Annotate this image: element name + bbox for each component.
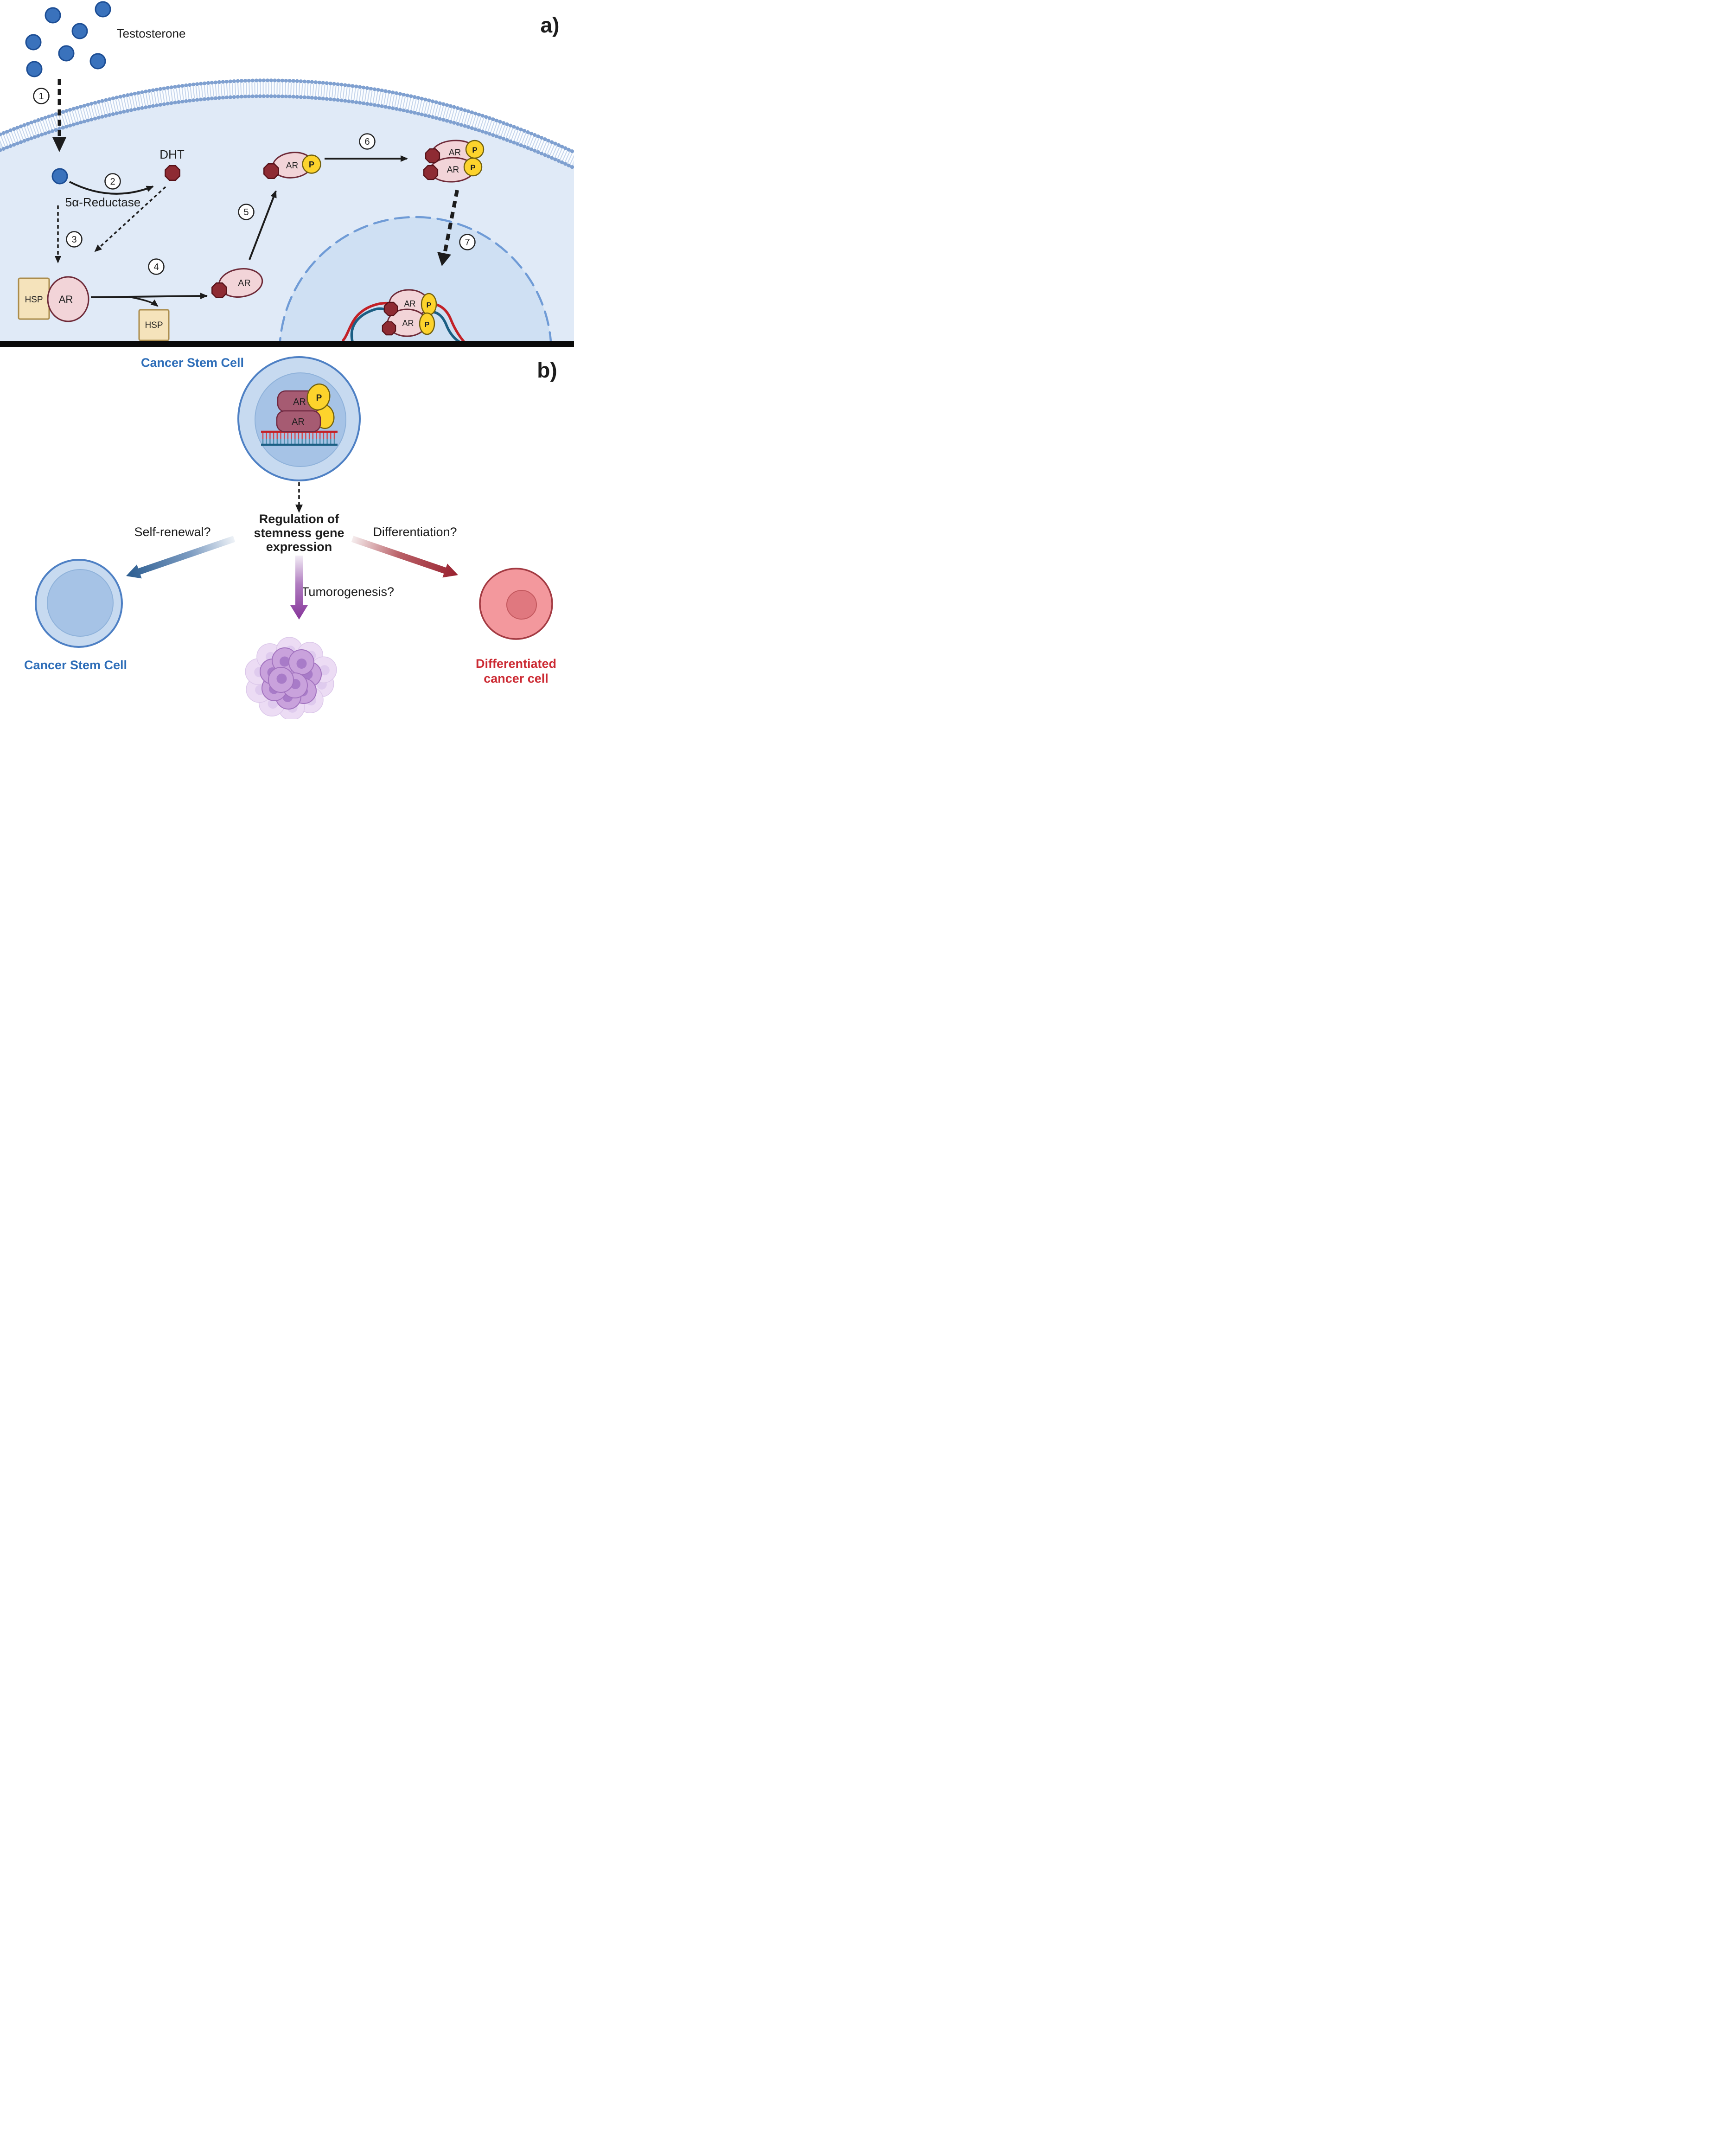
svg-text:P: P	[472, 146, 477, 154]
svg-text:AR: AR	[404, 299, 415, 308]
svg-text:1: 1	[38, 91, 44, 102]
regulation-line-3: expression	[266, 540, 332, 554]
csc-ar-receptor	[276, 410, 321, 433]
csc-nucleus	[47, 569, 114, 637]
ar-dht-complex: AR	[211, 268, 263, 298]
regulation-line-2: stemness gene	[254, 526, 344, 540]
svg-text:AR: AR	[402, 319, 414, 328]
step-circle-5: 5	[238, 204, 255, 220]
testosterone-molecule	[89, 53, 106, 70]
hsp-release-arrow	[128, 296, 159, 307]
step-2-arrow	[69, 181, 154, 195]
testosterone-molecule	[26, 61, 43, 77]
svg-text:AR: AR	[293, 397, 306, 407]
differentiation-label: Differentiation?	[373, 525, 457, 539]
self-renewal-label: Self-renewal?	[134, 525, 210, 539]
panel-divider	[0, 341, 574, 347]
nuclear-ar-dimer: AR AR P P	[382, 289, 437, 337]
testosterone-molecule-intracellular	[51, 168, 68, 185]
diff-cell-label-1: Differentiated	[476, 657, 556, 671]
tumorogenesis-label: Tumorogenesis?	[301, 585, 394, 599]
svg-text:AR: AR	[238, 278, 251, 288]
regulation-line-1: Regulation of	[259, 512, 339, 526]
svg-text:P: P	[316, 393, 322, 403]
svg-text:6: 6	[364, 137, 370, 147]
phosphate	[419, 312, 435, 335]
step-circle-1: 1	[33, 88, 50, 104]
svg-text:P: P	[309, 160, 314, 169]
step-4-arrow	[90, 293, 208, 300]
dht-molecule	[165, 165, 180, 181]
testosterone-molecule	[71, 23, 88, 39]
cell-membrane	[0, 78, 574, 170]
testosterone-label: Testosterone	[117, 26, 186, 40]
dht-label: DHT	[159, 147, 185, 161]
hsp-label: HSP	[25, 295, 43, 305]
ar-label: AR	[59, 294, 73, 305]
phosphate	[306, 383, 331, 411]
dna-ladder-ticks	[262, 433, 335, 444]
step-circle-7: 7	[459, 234, 476, 250]
panel-b-label: b)	[537, 358, 557, 382]
cancer-stem-cell-bottom	[35, 559, 123, 648]
testosterone-molecule	[58, 45, 75, 62]
testosterone-molecules	[25, 1, 111, 77]
figure: Testosterone 1 2 DHT 5α-Reductase 3 HSP	[0, 0, 574, 719]
diff-cell-label-2: cancer cell	[484, 672, 548, 685]
panel-a: Testosterone 1 2 DHT 5α-Reductase 3 HSP	[0, 1, 574, 344]
svg-text:P: P	[470, 163, 475, 172]
nucleus	[279, 216, 552, 341]
panel-a-label: a)	[541, 13, 560, 37]
step-circle-6: 6	[359, 133, 376, 150]
svg-text:3: 3	[71, 235, 77, 245]
svg-text:AR: AR	[292, 417, 305, 427]
step-1-arrowhead	[52, 137, 66, 152]
svg-text:2: 2	[110, 177, 115, 187]
csc-top-label: Cancer Stem Cell	[141, 356, 244, 370]
ar-dimer: AR AR P P	[423, 140, 485, 183]
differentiation-arrow	[351, 536, 458, 578]
hsp-released	[138, 309, 170, 341]
svg-text:4: 4	[153, 262, 159, 272]
step-5-arrow	[249, 190, 277, 260]
cancer-stem-cell-top: AR AR P	[237, 356, 361, 481]
ar-receptor	[47, 276, 89, 322]
self-renewal-arrow	[126, 536, 236, 579]
step-circle-3: 3	[66, 231, 83, 248]
svg-text:P: P	[425, 321, 430, 329]
step-7-arrowhead	[437, 252, 451, 266]
tumorogenesis-arrow	[290, 556, 308, 620]
svg-text:P: P	[427, 301, 432, 309]
step-circle-4: 4	[148, 258, 165, 275]
enzyme-label: 5α-Reductase	[65, 195, 140, 209]
phosphate	[463, 157, 483, 177]
phosphate	[302, 154, 321, 174]
diff-cell-nucleus	[506, 590, 537, 620]
step-circle-2: 2	[104, 173, 121, 190]
ar-phospho-complex: AR P	[263, 152, 321, 179]
dht-binding-arrow	[94, 186, 166, 252]
hsp-released-label: HSP	[145, 320, 163, 330]
svg-text:AR: AR	[286, 161, 298, 171]
panel-b: b) Cancer Stem Cell AR AR P Regulation o…	[24, 356, 557, 719]
testosterone-molecule	[95, 1, 111, 18]
csc-bottom-label: Cancer Stem Cell	[24, 658, 127, 672]
tumor-cluster	[245, 637, 337, 719]
svg-text:5: 5	[243, 207, 249, 218]
regulation-arrowhead	[295, 505, 303, 513]
pathway-diagram: Testosterone 1 2 DHT 5α-Reductase 3 HSP	[0, 1, 574, 719]
differentiated-cancer-cell	[479, 568, 553, 640]
svg-text:AR: AR	[449, 148, 461, 158]
svg-text:7: 7	[465, 237, 470, 248]
testosterone-molecule	[45, 7, 61, 24]
testosterone-molecule	[25, 34, 42, 51]
svg-text:AR: AR	[447, 165, 459, 175]
